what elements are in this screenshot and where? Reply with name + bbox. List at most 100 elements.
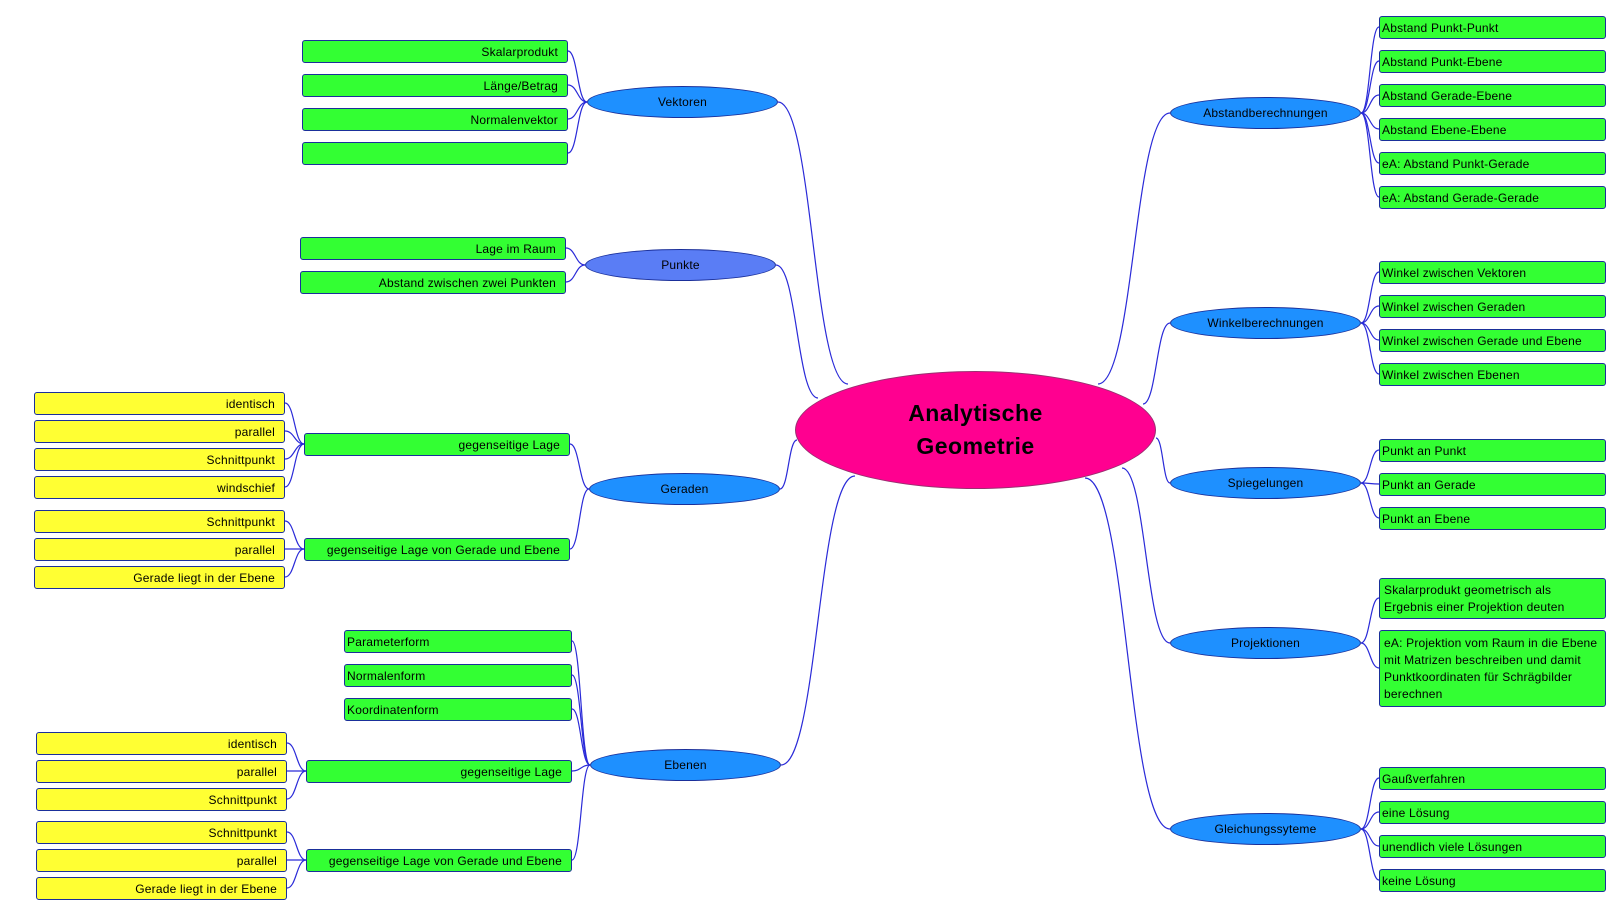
link-ebenen-1	[571, 674, 591, 766]
topic-geraden[interactable]: Geraden	[589, 473, 780, 505]
topic-winkelberechnungen[interactable]: Winkelberechnungen	[1170, 307, 1361, 339]
link-ebenen-lage	[571, 764, 591, 772]
link-abstand-5	[1360, 112, 1380, 198]
sub-geraden-lage-gerade-ebene[interactable]: gegenseitige Lage von Gerade und Ebene	[304, 538, 570, 561]
link-geraden-ge	[569, 488, 590, 550]
topic-spiegelungen[interactable]: Spiegelungen	[1170, 467, 1361, 499]
leaf-projektion-skalarprodukt[interactable]: Skalarprodukt geometrisch als Ergebnis e…	[1379, 578, 1606, 619]
topic-abstandberechnungen[interactable]: Abstandberechnungen	[1170, 97, 1361, 129]
leaf-winkel-gerade-ebene[interactable]: Winkel zwischen Gerade und Ebene	[1379, 329, 1606, 352]
link-center-winkel	[1142, 322, 1171, 405]
link-abstand-2	[1360, 94, 1380, 114]
link-abstand-1	[1360, 60, 1380, 114]
link-center-projektion	[1121, 467, 1171, 644]
leaf-koordinatenform[interactable]: Koordinatenform	[344, 698, 572, 721]
leaf-normalenform[interactable]: Normalenform	[344, 664, 572, 687]
leaf-gaussverfahren[interactable]: Gaußverfahren	[1379, 767, 1606, 790]
link-lgs-3	[1360, 828, 1380, 881]
leaf-geraden-ge-liegt[interactable]: Gerade liegt in der Ebene	[34, 566, 285, 589]
link-punkte-1	[565, 264, 586, 283]
link-ebenen-lage-2	[286, 770, 307, 800]
leaf-punkt-an-ebene[interactable]: Punkt an Ebene	[1379, 507, 1606, 530]
sub-ebenen-lage-gerade-ebene[interactable]: gegenseitige Lage von Gerade und Ebene	[306, 849, 572, 872]
link-center-vektoren	[777, 101, 849, 385]
leaf-abstand-punkt-punkt[interactable]: Abstand Punkt-Punkt	[1379, 16, 1606, 39]
leaf-empty[interactable]	[302, 142, 568, 165]
link-geraden-lage-3	[284, 443, 305, 488]
link-lgs-0	[1360, 777, 1380, 830]
leaf-unendlich-viele[interactable]: unendlich viele Lösungen	[1379, 835, 1606, 858]
link-projektion-1	[1360, 642, 1380, 669]
leaf-keine-loesung[interactable]: keine Lösung	[1379, 869, 1606, 892]
link-ebenen-2	[571, 708, 591, 766]
leaf-ebenen-parallel[interactable]: parallel	[36, 760, 287, 783]
link-ebenen-ge-2	[286, 859, 307, 889]
link-ebenen-0	[571, 640, 591, 766]
leaf-abstand-punkt-gerade[interactable]: eA: Abstand Punkt-Gerade	[1379, 152, 1606, 175]
link-punkte-0	[565, 247, 586, 266]
link-vektoren-1	[567, 84, 588, 103]
link-geraden-lage-0	[284, 402, 305, 445]
leaf-abstand-gerade-gerade[interactable]: eA: Abstand Gerade-Gerade	[1379, 186, 1606, 209]
leaf-geraden-parallel[interactable]: parallel	[34, 420, 285, 443]
topic-vektoren[interactable]: Vektoren	[587, 86, 778, 118]
link-winkel-0	[1360, 271, 1380, 324]
leaf-geraden-ge-parallel[interactable]: parallel	[34, 538, 285, 561]
leaf-geraden-ge-schnittpunkt[interactable]: Schnittpunkt	[34, 510, 285, 533]
link-vektoren-3	[567, 101, 588, 154]
leaf-winkel-ebenen[interactable]: Winkel zwischen Ebenen	[1379, 363, 1606, 386]
leaf-lage-im-raum[interactable]: Lage im Raum	[300, 237, 566, 260]
topic-ebenen[interactable]: Ebenen	[590, 749, 781, 781]
link-center-ebenen	[780, 475, 856, 766]
link-center-abstand	[1097, 112, 1171, 385]
link-projektion-0	[1360, 597, 1380, 644]
leaf-normalenvektor[interactable]: Normalenvektor	[302, 108, 568, 131]
leaf-geraden-schnittpunkt[interactable]: Schnittpunkt	[34, 448, 285, 471]
link-ebenen-ge-0	[286, 831, 307, 861]
leaf-ebenen-ge-liegt[interactable]: Gerade liegt in der Ebene	[36, 877, 287, 900]
leaf-punkt-an-punkt[interactable]: Punkt an Punkt	[1379, 439, 1606, 462]
central-topic[interactable]: Analytische Geometrie	[795, 371, 1156, 489]
leaf-ebenen-schnittpunkt[interactable]: Schnittpunkt	[36, 788, 287, 811]
topic-gleichungssyteme[interactable]: Gleichungssyteme	[1170, 813, 1361, 845]
link-vektoren-0	[567, 50, 588, 103]
link-winkel-3	[1360, 322, 1380, 375]
leaf-geraden-windschief[interactable]: windschief	[34, 476, 285, 499]
leaf-abstand-ebene-ebene[interactable]: Abstand Ebene-Ebene	[1379, 118, 1606, 141]
link-center-lgs	[1084, 477, 1171, 830]
leaf-abstand-zwei-punkte[interactable]: Abstand zwischen zwei Punkten	[300, 271, 566, 294]
link-geraden-lage	[569, 443, 590, 490]
link-spiegel-0	[1360, 449, 1380, 484]
link-abstand-0	[1360, 26, 1380, 114]
link-lgs-1	[1360, 811, 1380, 830]
leaf-skalarprodukt[interactable]: Skalarprodukt	[302, 40, 568, 63]
link-center-spiegel	[1155, 437, 1171, 484]
sub-ebenen-gegenseitige-lage[interactable]: gegenseitige Lage	[306, 760, 572, 783]
leaf-geraden-identisch[interactable]: identisch	[34, 392, 285, 415]
leaf-ebenen-ge-parallel[interactable]: parallel	[36, 849, 287, 872]
link-geraden-ge-0	[284, 520, 305, 550]
link-center-punkte	[775, 264, 819, 399]
leaf-laenge-betrag[interactable]: Länge/Betrag	[302, 74, 568, 97]
leaf-projektion-matrizen[interactable]: eA: Projektion vom Raum in die Ebene mit…	[1379, 630, 1606, 707]
link-geraden-lage-1	[284, 430, 305, 445]
link-geraden-ge-2	[284, 548, 305, 578]
leaf-ebenen-identisch[interactable]: identisch	[36, 732, 287, 755]
leaf-winkel-geraden[interactable]: Winkel zwischen Geraden	[1379, 295, 1606, 318]
leaf-eine-loesung[interactable]: eine Lösung	[1379, 801, 1606, 824]
link-ebenen-lage-0	[286, 742, 307, 772]
link-center-geraden	[779, 439, 798, 490]
leaf-ebenen-ge-schnittpunkt[interactable]: Schnittpunkt	[36, 821, 287, 844]
link-spiegel-2	[1360, 482, 1380, 519]
leaf-abstand-punkt-ebene[interactable]: Abstand Punkt-Ebene	[1379, 50, 1606, 73]
leaf-parameterform[interactable]: Parameterform	[344, 630, 572, 653]
link-ebenen-ge	[571, 764, 591, 861]
sub-geraden-gegenseitige-lage[interactable]: gegenseitige Lage	[304, 433, 570, 456]
leaf-punkt-an-gerade[interactable]: Punkt an Gerade	[1379, 473, 1606, 496]
leaf-winkel-vektoren[interactable]: Winkel zwischen Vektoren	[1379, 261, 1606, 284]
leaf-abstand-gerade-ebene[interactable]: Abstand Gerade-Ebene	[1379, 84, 1606, 107]
topic-punkte[interactable]: Punkte	[585, 249, 776, 281]
topic-projektionen[interactable]: Projektionen	[1170, 627, 1361, 659]
link-winkel-1	[1360, 305, 1380, 324]
